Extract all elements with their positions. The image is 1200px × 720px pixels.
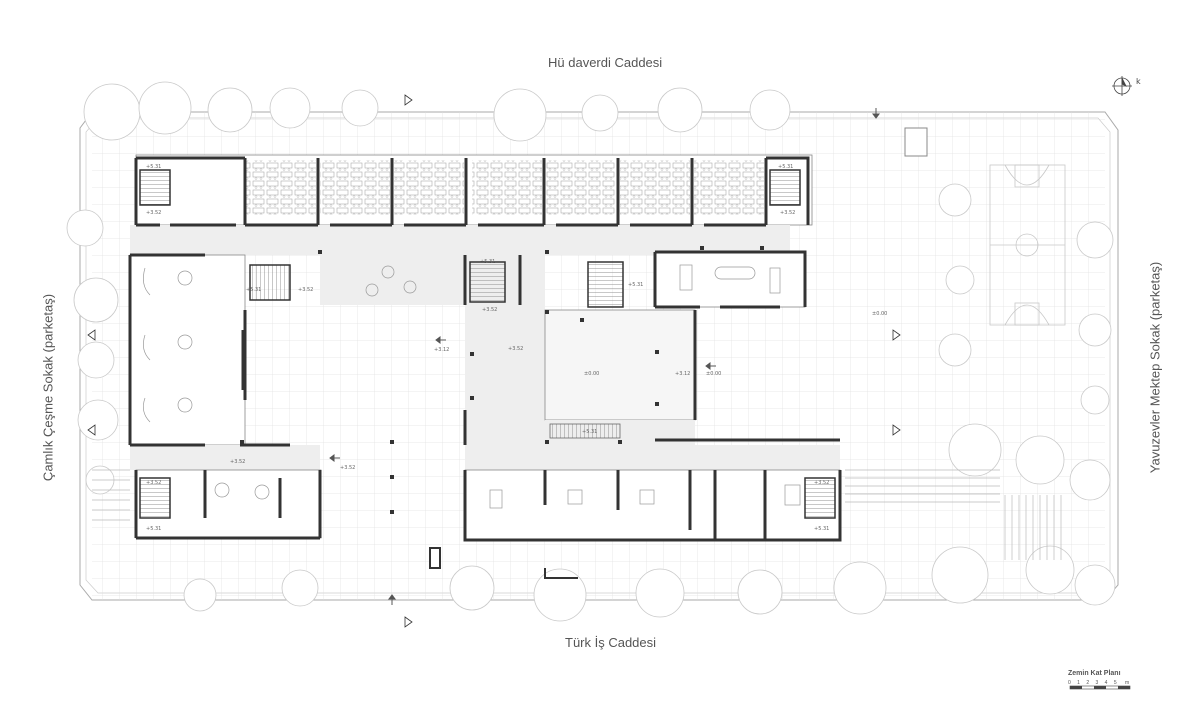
entrance-arrows [329,108,880,605]
level-sw-stair-top: +3.52 [146,480,161,486]
street-west: Çamlık Çeşme Sokak (parketaş) [40,293,56,482]
level-center-stair-top: +5.31 [480,259,495,265]
section-markers [87,94,901,628]
level-east-stair: +5.31 [628,282,643,288]
trees [66,81,1116,622]
north-arrow-label: k [1136,77,1141,86]
basketball-court [989,164,1066,326]
walls [128,156,842,542]
level-center-stair-bottom: +3.52 [482,307,497,313]
level-nw-top: +5.31 [146,164,161,170]
level-sw-stair-bottom: +5.31 [146,526,161,532]
columns [240,246,764,514]
street-east: Yavuzevler Mektep Sokak (parketaş) [1147,261,1163,474]
scale-numbers-text: 0 1 2 3 4 5 [1068,680,1120,686]
level-entrance-west: +3.12 [434,347,449,353]
furniture [143,264,801,509]
stair-cores [139,169,836,519]
level-hall-east-b: ±0.00 [706,371,721,377]
scale-numbers: 0 1 2 3 4 5 m [1068,680,1132,686]
level-sw-entry: +3.52 [340,465,355,471]
outdoor-elements [429,127,928,579]
landscape-steps [92,469,1062,560]
street-north: Hü daverdi Caddesi [548,55,663,70]
level-west-core: +5.31 [246,287,261,293]
level-ne-bottom: +3.52 [780,210,795,216]
level-entrance-landing: +3.52 [508,346,523,352]
level-courtyard: ±0.00 [872,311,887,317]
level-hall-center: ±0.00 [584,371,599,377]
level-ne-top: +5.31 [778,164,793,170]
level-annotations: +5.31 +3.52 +5.31 +3.52 +5.31 +3.52 +5.3… [146,164,887,532]
north-classrooms [246,160,764,215]
level-nw-bottom: +3.52 [146,210,161,216]
level-west-core-b: +3.52 [298,287,313,293]
level-hall-bottom: +5.31 [582,429,597,435]
scale-bar [1069,685,1131,690]
level-sw-wing: +3.52 [230,459,245,465]
north-arrow-icon [1112,76,1132,96]
level-se-stair-bottom: +5.31 [814,526,829,532]
scale-unit: m [1125,680,1132,686]
level-se-stair-top: +3.52 [814,480,829,486]
street-south: Türk İş Caddesi [565,635,657,650]
level-hall-east: +3.12 [675,371,690,377]
legend-title: Zemin Kat Planı [1068,670,1121,677]
